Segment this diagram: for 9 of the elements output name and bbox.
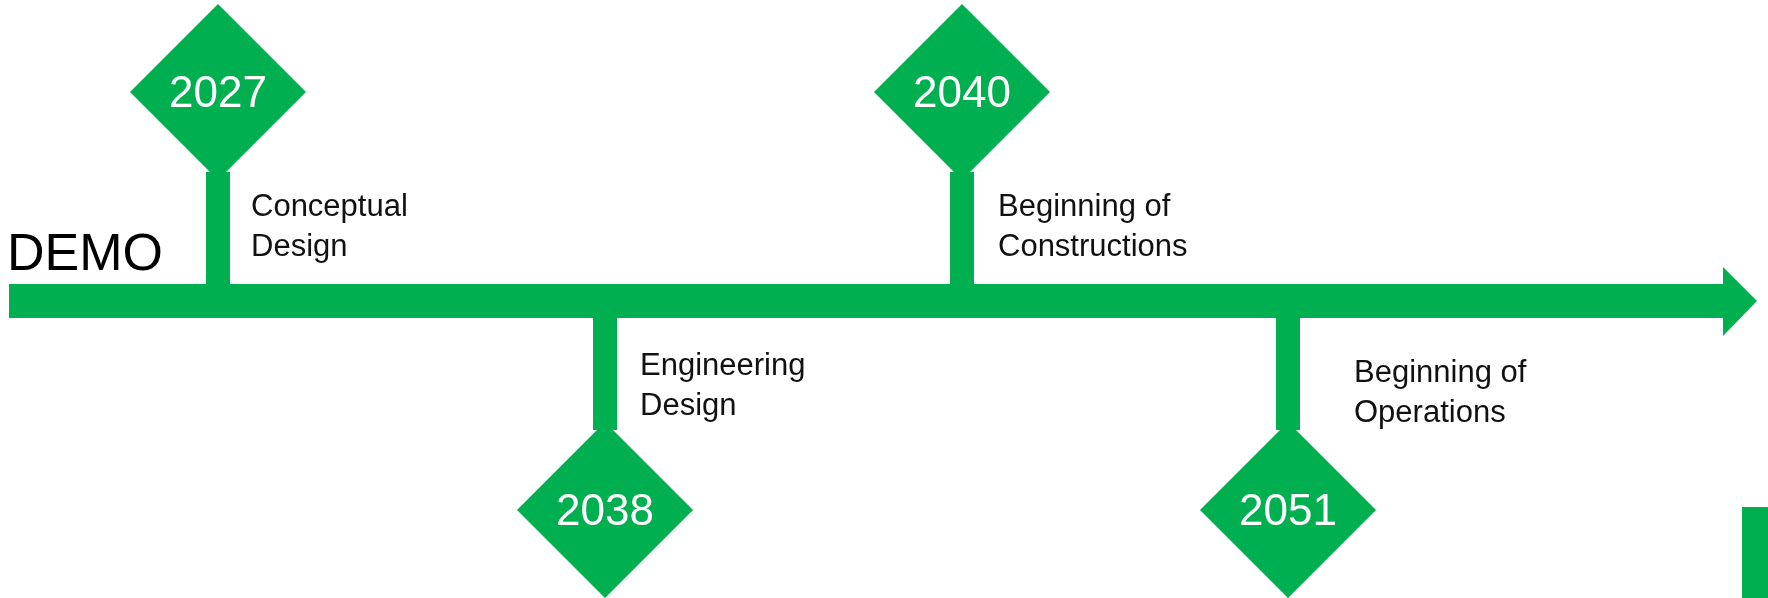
milestone-label: Engineering Design: [640, 346, 807, 424]
year-label: 2027: [169, 70, 267, 114]
year-label: 2051: [1239, 488, 1337, 532]
year-label: 2038: [556, 488, 654, 532]
milestone-label: Conceptual Design: [251, 187, 409, 265]
milestone-label: Beginning of Constructions: [998, 187, 1189, 265]
milestone-label: Beginning of Operations: [1354, 353, 1528, 431]
timeline-title: DEMO: [7, 226, 163, 278]
year-label: 2040: [913, 70, 1011, 114]
